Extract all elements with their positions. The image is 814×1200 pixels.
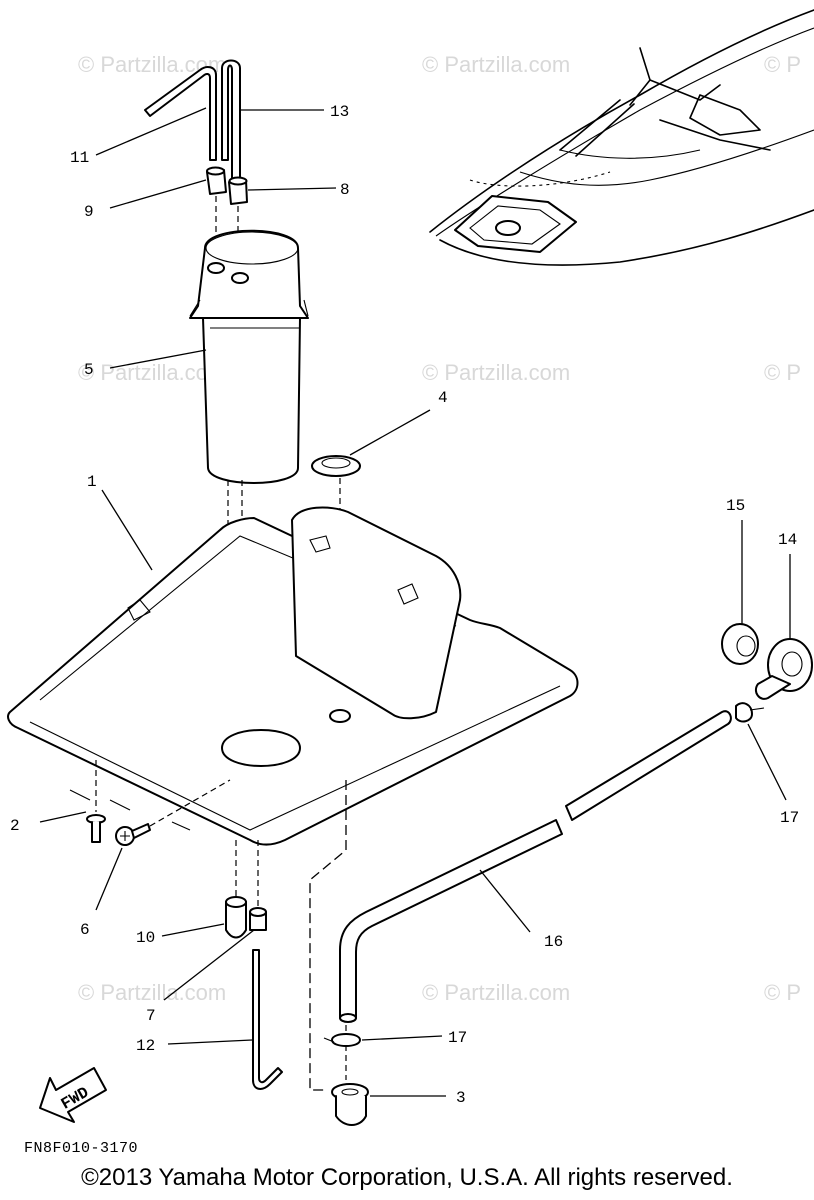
leader-lines bbox=[39, 107, 791, 1097]
callout-4: 4 bbox=[438, 389, 448, 407]
watermark: © Partzilla.com bbox=[78, 980, 226, 1005]
long-hose bbox=[339, 710, 732, 1023]
callout-17-lower: 17 bbox=[448, 1029, 467, 1047]
callout-17-right: 17 bbox=[780, 809, 799, 827]
callout-16: 16 bbox=[544, 933, 563, 951]
callout-6: 6 bbox=[80, 921, 90, 939]
watermark: © Partzilla.com bbox=[422, 52, 570, 77]
hose-clamps bbox=[323, 702, 765, 1047]
callout-5: 5 bbox=[84, 361, 94, 379]
watermark: © P bbox=[764, 360, 801, 385]
callout-15: 15 bbox=[726, 497, 745, 515]
watermark: © Partzilla.com bbox=[78, 360, 226, 385]
grommet bbox=[311, 455, 361, 477]
callout-3: 3 bbox=[456, 1089, 466, 1107]
figure-code: FN8F010-3170 bbox=[24, 1140, 139, 1157]
watermark: © Partzilla.com bbox=[422, 360, 570, 385]
canister bbox=[189, 229, 309, 484]
callout-1: 1 bbox=[87, 473, 97, 491]
callout-13: 13 bbox=[330, 103, 349, 121]
callout-2: 2 bbox=[10, 817, 20, 835]
callout-9: 9 bbox=[84, 203, 94, 221]
callout-14: 14 bbox=[778, 531, 797, 549]
screw-2 bbox=[86, 814, 106, 843]
drain-tube bbox=[252, 949, 283, 1090]
callouts: 1 2 3 4 5 6 7 8 9 10 11 12 13 14 15 16 1… bbox=[10, 103, 799, 1107]
callout-8: 8 bbox=[340, 181, 350, 199]
watermark: © P bbox=[764, 980, 801, 1005]
outlet-fitting bbox=[331, 1083, 369, 1126]
fittings-14-15 bbox=[721, 623, 813, 700]
fwd-arrow: FWD bbox=[39, 1067, 107, 1123]
watercraft-location-inset bbox=[429, 9, 814, 266]
callout-7: 7 bbox=[146, 1007, 156, 1025]
lower-caps-7-10 bbox=[225, 896, 267, 939]
callout-11: 11 bbox=[70, 149, 89, 167]
bracket-tray bbox=[7, 506, 579, 846]
copyright-notice: ©2013 Yamaha Motor Corporation, U.S.A. A… bbox=[81, 1164, 733, 1191]
callout-12: 12 bbox=[136, 1037, 155, 1055]
hose-caps-8-9 bbox=[206, 166, 248, 205]
watermarks: © Partzilla.com © Partzilla.com © P © Pa… bbox=[78, 52, 801, 1005]
watermark: © P bbox=[764, 52, 801, 77]
callout-10: 10 bbox=[136, 929, 155, 947]
breather-hoses bbox=[144, 59, 241, 181]
screw-6 bbox=[115, 823, 151, 846]
watermark: © Partzilla.com bbox=[422, 980, 570, 1005]
